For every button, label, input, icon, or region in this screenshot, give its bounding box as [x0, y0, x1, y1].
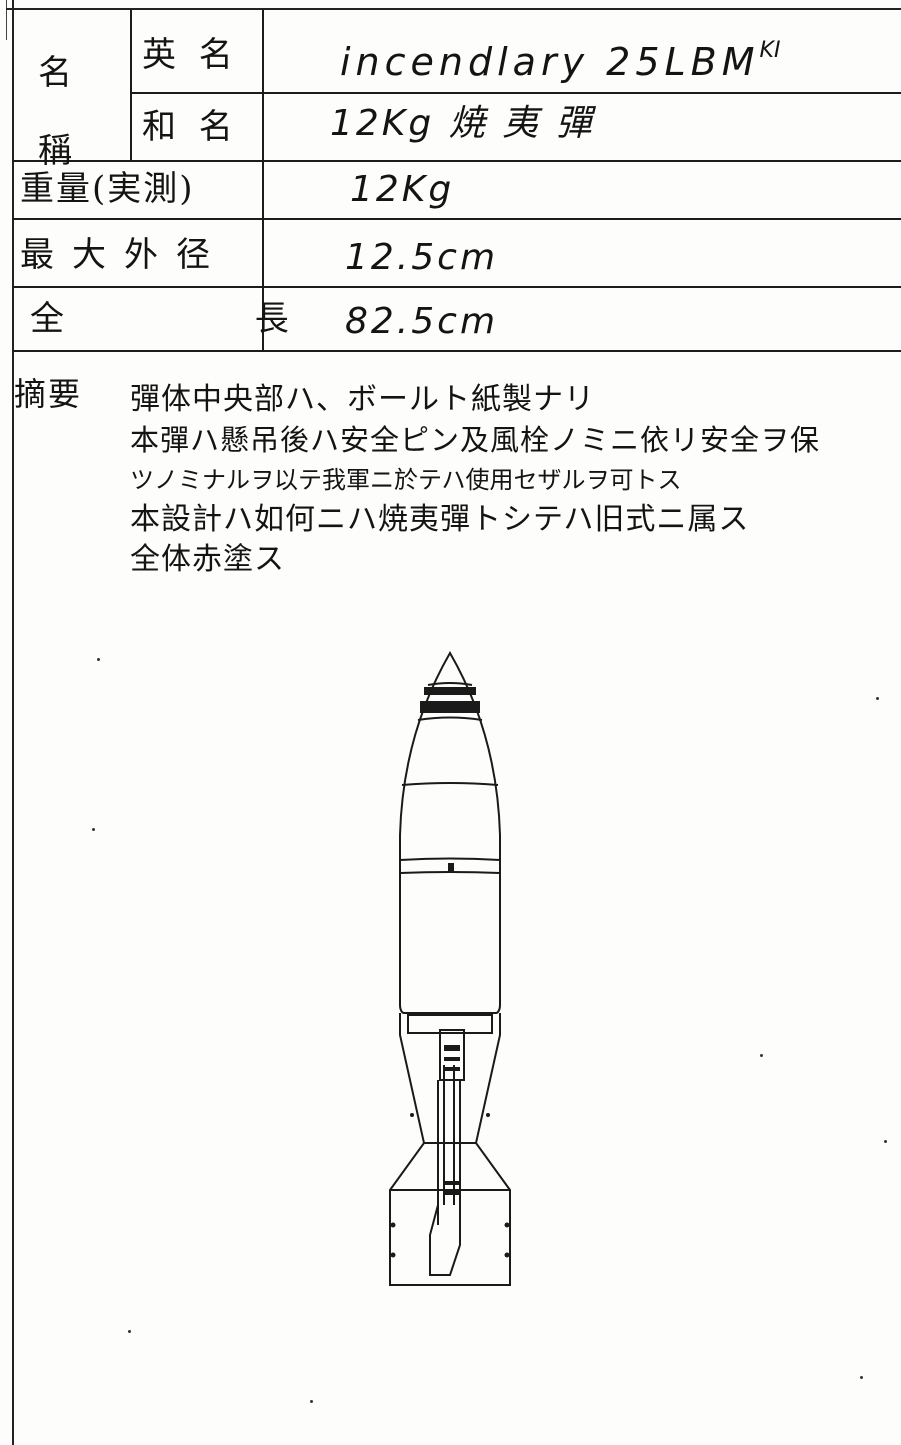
- paper-speck: [310, 1400, 313, 1403]
- english-name-text: incendlary 25LBM: [340, 40, 760, 84]
- paper-speck: [760, 1054, 763, 1057]
- english-name-value: incendlary 25LBMKI: [340, 38, 781, 84]
- japanese-name-value: 12Kg 焼 夷 彈: [330, 103, 595, 144]
- name-label: 名 稱: [16, 34, 126, 171]
- frame-left-border: [12, 0, 14, 1445]
- paper-speck: [884, 1140, 887, 1143]
- frame-left-border-outer: [6, 0, 7, 40]
- summary-line: 全体赤塗ス: [130, 542, 285, 577]
- paper-speck: [876, 697, 879, 700]
- paper-speck: [97, 658, 100, 661]
- rule-weight: [12, 218, 901, 220]
- rule-names: [12, 160, 901, 162]
- rule-diameter: [12, 286, 901, 288]
- summary-label: 摘要: [14, 375, 83, 413]
- summary-line: ツノミナルヲ以テ我軍ニ於テハ使用セザルヲ可トス: [130, 466, 682, 494]
- max-diameter-value: 12.5cm: [345, 237, 499, 278]
- weight-label: 重量(実測): [20, 169, 195, 209]
- total-length-label: 全 長: [30, 299, 379, 339]
- english-name-superscript: KI: [759, 38, 781, 63]
- rule-label-column: [262, 10, 264, 350]
- summary-text: 彈体中央部ハ、ボールト紙製ナリ 本彈ハ懸吊後ハ安全ピン及風栓ノミニ依リ安全ヲ保 …: [130, 380, 900, 580]
- summary-line: 本設計ハ如何ニハ焼夷彈トシテハ旧式ニ属ス: [130, 502, 750, 537]
- japanese-name-label: 和 名: [142, 107, 239, 147]
- total-length-value: 82.5cm: [345, 301, 499, 342]
- weight-value: 12Kg: [350, 169, 455, 210]
- incendiary-bomb-drawing: [389, 650, 511, 1286]
- paper-speck: [92, 828, 95, 831]
- rule-english-name: [130, 92, 901, 94]
- max-diameter-label: 最大外径: [20, 235, 228, 275]
- rule-name-subcolumn: [130, 10, 132, 160]
- name-label-text: 名 稱: [38, 53, 102, 171]
- frame-top-border: [6, 8, 901, 10]
- paper-speck: [128, 1330, 131, 1333]
- paper-speck: [860, 1376, 863, 1379]
- rule-length: [12, 350, 901, 352]
- english-name-label: 英 名: [142, 35, 239, 75]
- summary-line: 彈体中央部ハ、ボールト紙製ナリ: [130, 382, 595, 417]
- summary-line: 本彈ハ懸吊後ハ安全ピン及風栓ノミニ依リ安全ヲ保: [130, 423, 821, 457]
